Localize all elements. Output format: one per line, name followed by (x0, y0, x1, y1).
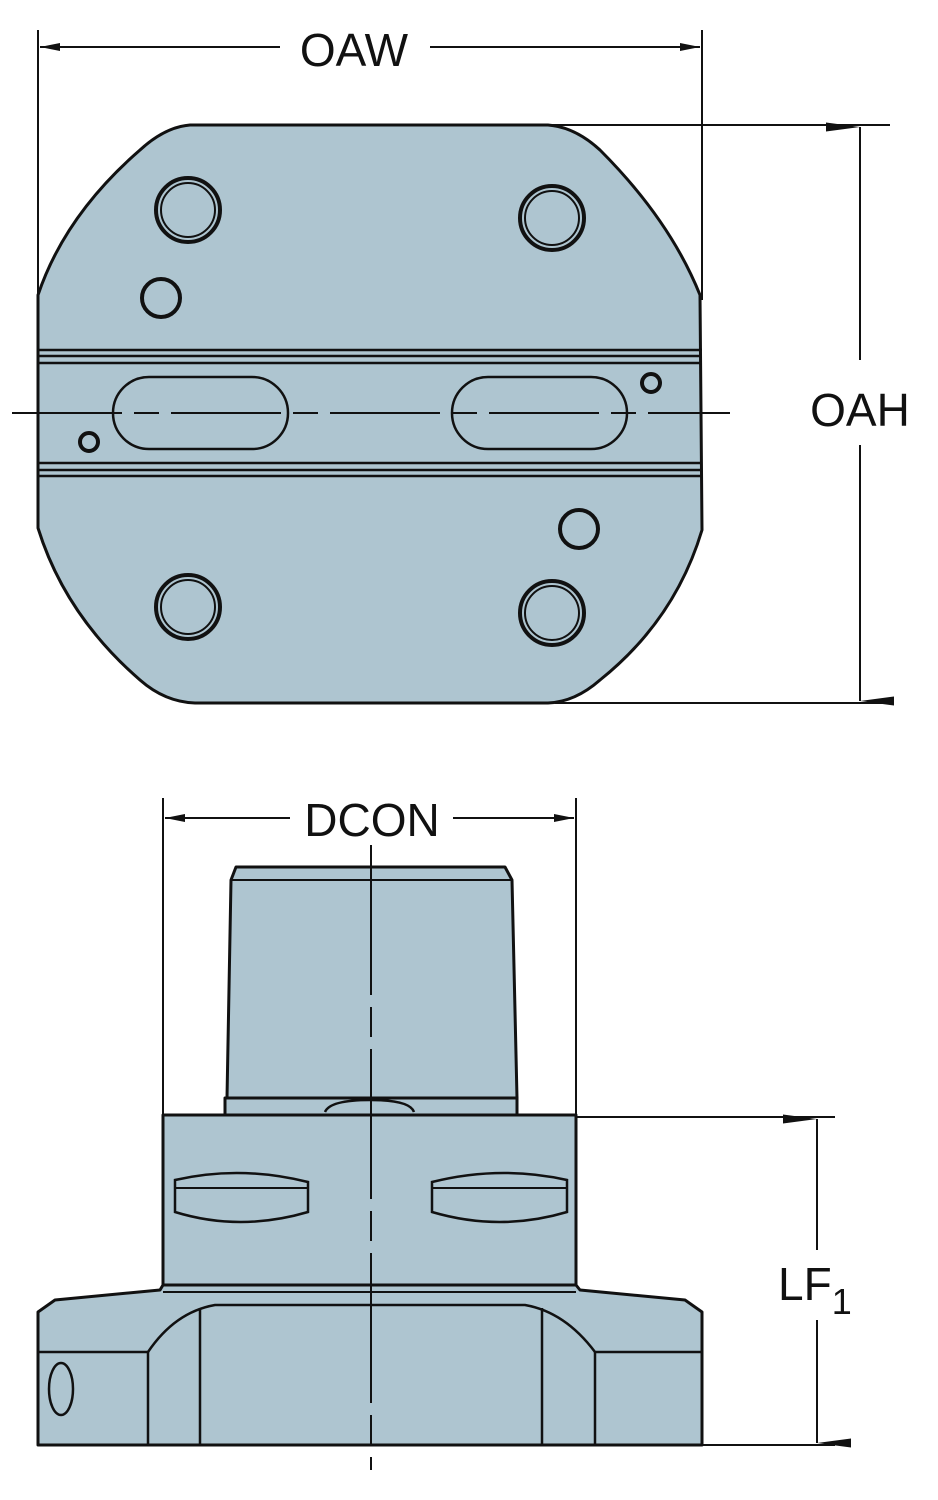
dcon-label: DCON (304, 794, 439, 846)
oah-label: OAH (810, 384, 910, 436)
bolt-holes (78, 176, 662, 647)
oaw-label: OAW (300, 24, 409, 76)
lf1-label: LF1 (778, 1258, 852, 1322)
side-view: DCON LF1 (36, 794, 852, 1470)
side-hole (47, 1361, 75, 1417)
body-block (161, 1113, 578, 1287)
top-view: OAW OAH (12, 24, 910, 706)
